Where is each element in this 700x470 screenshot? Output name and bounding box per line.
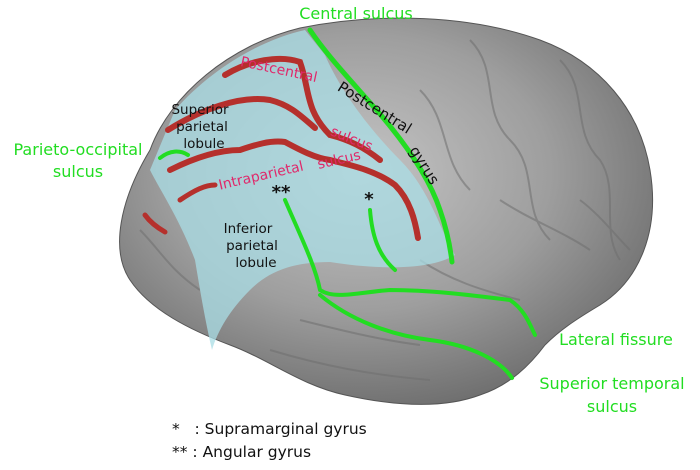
superior-temporal-sulcus-label-line2: sulcus [587, 397, 637, 416]
superior-parietal-label-line2: parietal [176, 119, 228, 135]
lateral-fissure-label: Lateral fissure [559, 330, 673, 349]
angular-gyrus-marker: ** [272, 182, 291, 203]
inferior-parietal-label-line2: parietal [226, 238, 278, 254]
superior-temporal-sulcus-label-line1: Superior temporal [539, 374, 684, 393]
gyri-texture [139, 39, 631, 381]
postcentral-branch-line [165, 96, 318, 133]
intraparietal-sulcus-line [167, 138, 421, 241]
inferior-parietal-label-line3: lobule [235, 255, 276, 271]
supramarginal-branch-line [368, 208, 397, 272]
parieto-occipital-notch [158, 149, 190, 160]
parietal-lobe-overlay [150, 30, 455, 350]
superior-parietal-label-line3: lobule [183, 136, 224, 152]
supramarginal-gyrus-marker: * [364, 189, 374, 210]
parieto-occipital-label-line2: sulcus [53, 162, 103, 181]
intraparietal-branch-line [177, 182, 218, 203]
central-sulcus-label: Central sulcus [299, 4, 413, 23]
lateral-fissure-line [283, 198, 537, 337]
inferior-parietal-label-line1: Inferior [224, 221, 273, 237]
superior-temporal-sulcus-line [318, 293, 514, 380]
parieto-occipital-label-line1: Parieto-occipital [14, 140, 143, 159]
postcentral-sulcus-line [222, 55, 383, 163]
superior-parietal-label-line1: Superior [171, 102, 229, 118]
central-sulcus-line [307, 27, 455, 265]
legend-angular: ** : Angular gyrus [172, 443, 311, 461]
parieto-occipital-line [142, 212, 168, 235]
legend-supramarginal: * : Supramarginal gyrus [172, 420, 367, 438]
